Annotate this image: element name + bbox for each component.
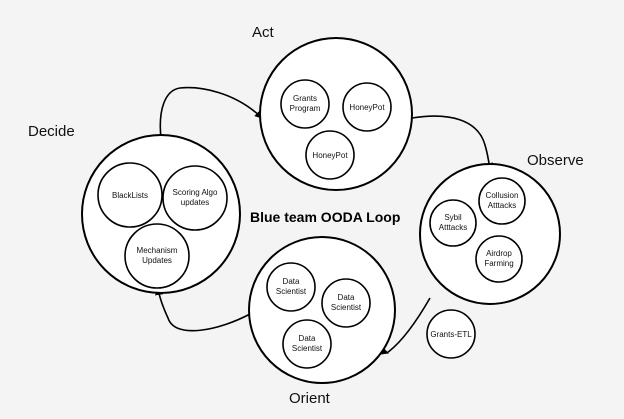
act-node-3-line-1: HoneyPot (312, 151, 348, 160)
decide-node-3-line-2: Updates (142, 256, 172, 265)
decide-node-3 (124, 223, 190, 289)
observe-node-3 (475, 235, 523, 283)
grants-etl-node (426, 309, 476, 359)
orient-node-3 (282, 319, 332, 369)
orient-node-1 (266, 262, 316, 312)
act-node-2-line-1: HoneyPot (349, 103, 385, 112)
act-node-1 (280, 79, 330, 129)
arrow-orient-to-decide (155, 287, 251, 332)
act-node-3 (305, 130, 355, 180)
act-group-circle (259, 37, 413, 191)
decide-node-3-line-1: Mechanism (137, 246, 178, 255)
observe-node-3-line-2: Farming (484, 259, 513, 268)
act-node-2 (342, 82, 392, 132)
arrow-act-to-observe (411, 115, 493, 171)
observe-node-1-line-2: Atttacks (488, 201, 516, 210)
act-node-1-line-2: Program (290, 104, 321, 113)
act-node-1-line-1: Grants (293, 94, 317, 103)
decide-node-1 (97, 162, 163, 228)
decide-node-2-line-2: updates (181, 198, 209, 207)
grants-etl-label: Grants-ETL (430, 330, 472, 339)
orient-node-3-line-1: Data (299, 334, 316, 343)
observe-node-2-line-2: Atttacks (439, 223, 467, 232)
orient-node-1-line-2: Scientist (276, 287, 307, 296)
decide-node-2 (162, 165, 228, 231)
decide-node-2-line-1: Scoring Algo (173, 188, 218, 197)
arrow-observe-to-orient (380, 297, 431, 355)
phase-label-decide: Decide (28, 123, 75, 140)
observe-node-2 (429, 199, 477, 247)
orient-node-2-line-2: Scientist (331, 303, 362, 312)
orient-node-1-line-1: Data (283, 277, 300, 286)
phase-label-act: Act (252, 24, 275, 41)
phase-label-orient: Orient (289, 390, 331, 407)
orient-node-3-line-2: Scientist (292, 344, 323, 353)
arrow-decide-to-act (159, 86, 263, 139)
observe-node-1 (478, 177, 526, 225)
decide-node-1-line-1: BlackLists (112, 191, 148, 200)
observe-node-2-line-1: Sybil (444, 213, 462, 222)
observe-node-1-line-1: Collusion (486, 191, 519, 200)
orient-node-2 (321, 278, 371, 328)
phase-label-observe: Observe (527, 152, 584, 169)
observe-node-3-line-1: Airdrop (486, 249, 512, 258)
diagram-title: Blue team OODA Loop (250, 209, 400, 225)
orient-node-2-line-1: Data (338, 293, 355, 302)
